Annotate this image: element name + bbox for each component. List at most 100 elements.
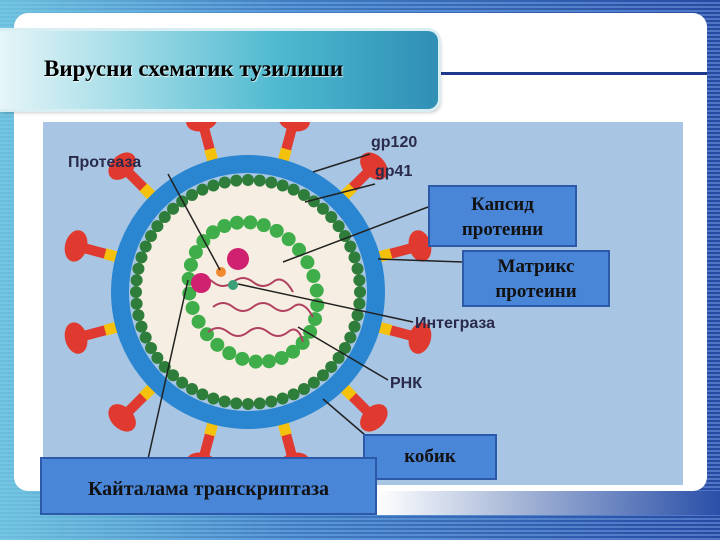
reverse-transcriptase-box: Кайталама транскриптаза [40,457,377,515]
spike [108,378,162,432]
matrix-protein [132,309,145,322]
capsid-protein-box: Капсид протеини [428,185,577,247]
matrix-protein [276,392,289,405]
enzyme-dot [191,273,211,293]
leader-lines [147,153,464,460]
matrix-protein [139,240,152,253]
gp120-label: gp120 [371,134,418,151]
capsid-protein [222,346,237,361]
capsid-protein [235,351,250,366]
matrix-protein [276,179,289,192]
matrix-protein [186,189,198,202]
matrix-protein [325,360,338,373]
capsid-protein [262,354,277,369]
capsid-protein [183,257,198,272]
capsid-protein [286,344,301,359]
capsid-protein [185,300,200,315]
footer-stripe [377,491,720,515]
matrix-protein [135,320,148,333]
matrix-protein [348,251,361,264]
matrix-protein [186,382,198,395]
title-banner [0,31,438,109]
matrix-protein [351,309,364,322]
capsid-line1: Капсид [471,194,534,215]
rna-label: РНК [390,375,422,392]
matrix-protein [253,397,266,410]
virus-illustration [64,122,464,476]
capsid-line2: протеини [461,219,544,240]
capsid-ring [181,215,325,369]
capsid-protein [210,337,225,352]
rna-strand [207,327,304,343]
matrix-protein [230,174,243,187]
matrix-protein [132,262,145,275]
matrix-protein [265,176,278,189]
capsid-protein [243,215,258,230]
integrase-dot [228,280,238,290]
matrix-protein [316,202,329,215]
matrix-protein [242,174,254,186]
matrix-protein [145,230,158,242]
capsid-protein [306,269,321,284]
matrix-protein [218,395,231,408]
matrix-protein [167,369,180,382]
matrix-protein [167,202,180,215]
matrix-protein [353,274,366,287]
matrix-protein [207,179,220,192]
matrix-protein [145,342,158,354]
matrix-line2: протеини [495,281,577,302]
matrix-protein-box: Матрикс протеини [462,250,610,307]
matrix-protein [265,395,278,408]
capsid-protein [191,314,206,329]
matrix-protein [196,183,209,196]
matrix-protein [130,286,142,298]
virus-diagram: Протеаза gp120 gp41 Интеграза РНК [43,122,683,485]
matrix-protein [287,388,300,401]
envelope-box: кобик [363,434,497,480]
capsid-protein [248,354,263,369]
matrix-protein [242,398,254,410]
capsid-protein [300,255,315,270]
matrix-protein [353,297,366,310]
envelope-ring [111,155,385,429]
spike [334,378,388,432]
matrix-protein [196,388,209,401]
matrix-protein [332,351,345,364]
capsid-protein [217,219,232,234]
matrix-protein [348,320,361,333]
slide-title: Вирусни схематик тузилиши [44,56,344,81]
capsid-protein [292,242,307,257]
matrix-protein [151,220,164,233]
capsid-protein [229,215,244,230]
capsid-protein [274,350,289,365]
matrix-protein [176,376,189,389]
matrix-protein [344,331,357,344]
matrix-protein [135,251,148,264]
capsid-protein [295,335,310,350]
matrix-protein [298,189,310,202]
matrix-protein [130,274,143,287]
matrix-protein [307,376,320,389]
matrix-protein-ring [130,174,366,410]
matrix-protein [338,342,351,354]
spike [64,320,126,354]
protease-dot [216,267,226,277]
integrase-label: Интеграза [415,315,496,332]
gp41-label: gp41 [375,163,413,180]
matrix-protein [298,382,310,395]
capsid-protein [281,232,296,247]
matrix-protein [218,176,231,189]
rna-strand [192,277,294,293]
capsid-protein [256,218,271,233]
matrix-protein [158,211,171,224]
rna-strand [212,302,314,318]
matrix-protein [344,240,357,253]
matrix-protein [351,262,364,275]
matrix-protein [287,183,300,196]
matrix-protein [207,392,220,405]
matrix-protein [332,220,345,233]
capsid-protein [309,283,324,298]
matrix-protein [230,397,243,410]
capsid-protein [188,245,203,260]
matrix-protein [325,211,338,224]
